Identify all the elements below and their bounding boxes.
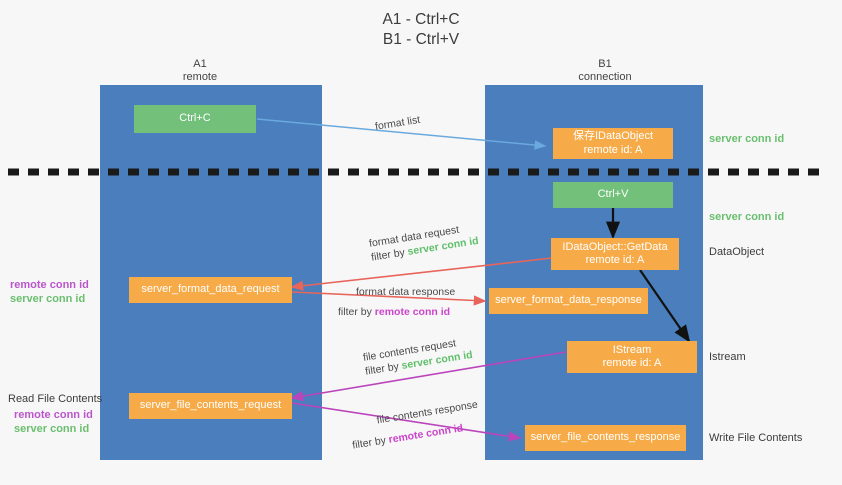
annotation-left-remote-conn-id: remote conn id [14,409,93,421]
title-line-2: B1 - Ctrl+V [382,31,460,48]
column-b1-sub: connection [578,71,632,83]
box-idataobject-getdata[interactable]: IDataObject::GetData remote id: A [551,238,679,270]
arrow-getdata-to-istream [639,269,691,343]
arrow-file-contents-response [291,402,522,442]
box-idataobject[interactable]: 保存IDataObject remote id: A [553,128,673,159]
label-format-data-response-line1: format data response [356,286,456,298]
box-ctrl-v-label: Ctrl+V [597,188,629,201]
annotation-left-conn-ids-top: remote conn id server conn id [10,278,89,306]
box-idataobject-line1: 保存IDataObject [572,130,654,142]
annotation-text: server conn id [709,211,785,223]
box-ctrl-c-label: Ctrl+C [179,112,211,125]
filter-prefix: filter by [338,306,375,318]
annotation-left-server-conn-id: server conn id [14,423,90,435]
label-format-data-response-filter: filter by remote conn id [334,299,455,319]
box-ctrl-c[interactable]: Ctrl+C [134,105,256,133]
annotation-text: Istream [709,351,746,363]
annotation-right-istream: Istream [709,350,746,364]
arrow-format-data-request [290,257,553,291]
annotation-right-write-file-contents: Write File Contents [709,431,802,445]
box-server-format-data-request[interactable]: server_format_data_request [129,277,292,303]
page-title: A1 - Ctrl+C B1 - Ctrl+V [0,10,842,50]
box-server-format-data-request-label: server_format_data_request [141,283,280,296]
column-header-b1: B1 connection [540,58,670,84]
annotation-left-read-file-contents: Read File Contents [8,393,103,405]
column-b1-name: B1 [598,58,612,70]
column-header-a1: A1 remote [140,58,260,84]
arrow-format-data-response [291,291,487,306]
box-server-file-contents-request-label: server_file_contents_request [139,399,282,412]
box-server-format-data-response[interactable]: server_format_data_response [489,288,648,314]
box-server-file-contents-response[interactable]: server_file_contents_response [525,425,686,451]
box-istream[interactable]: IStream remote id: A [567,341,697,373]
label-format-data-response: format data response filter by remote co… [334,285,455,319]
annotation-right-dataobject: DataObject [709,245,764,259]
annotation-text: Write File Contents [709,432,803,444]
box-getdata-line1: IDataObject::GetData [562,240,668,253]
box-istream-line1: IStream [612,343,652,356]
annotation-right-server-conn-id-second: server conn id [709,210,784,224]
box-istream-line2: remote id: A [602,357,662,369]
title-line-1: A1 - Ctrl+C [382,11,460,28]
annotation-left-server-conn-id: server conn id [10,293,86,305]
annotation-text: server conn id [709,133,785,145]
column-a1-sub: remote [182,71,218,83]
box-server-format-data-response-label: server_format_data_response [495,294,642,307]
arrow-format-list [256,118,547,150]
box-getdata-line2: remote id: A [585,254,645,266]
annotation-text: DataObject [709,246,765,258]
box-ctrl-v[interactable]: Ctrl+V [553,182,673,208]
box-server-file-contents-response-label: server_file_contents_response [530,431,681,444]
annotation-left-read-file-contents-group: Read File Contents remote conn id server… [8,392,102,436]
annotation-left-remote-conn-id: remote conn id [10,279,89,291]
filter-key-remote-conn-id: remote conn id [374,306,451,318]
box-server-file-contents-request[interactable]: server_file_contents_request [129,393,292,419]
arrow-file-contents-request [290,351,567,402]
column-a1-name: A1 [193,58,207,70]
box-idataobject-line2: remote id: A [583,143,643,156]
annotation-right-server-conn-id-top: server conn id [709,132,784,146]
